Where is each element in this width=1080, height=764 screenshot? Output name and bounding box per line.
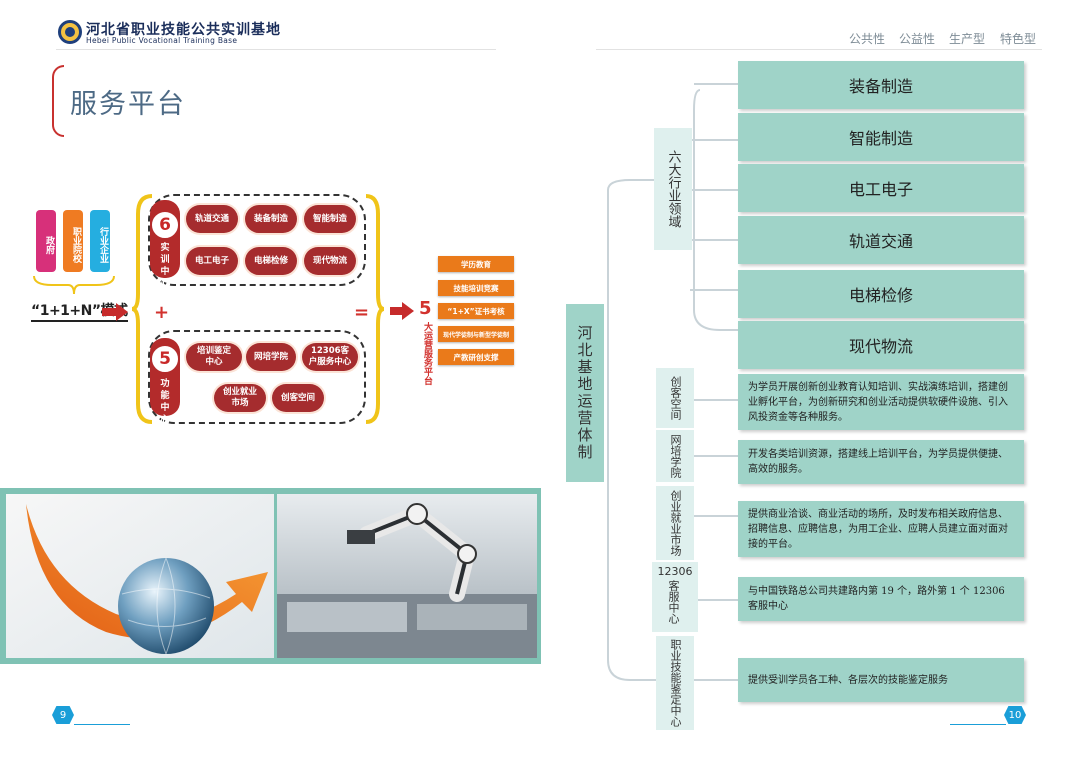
service-item: 产教研创支撑 <box>438 349 514 365</box>
industry-item: 电梯检修 <box>738 270 1024 318</box>
page-number-left: 9 <box>52 706 74 724</box>
partner-bracket <box>33 275 115 295</box>
industry-item: 智能制造 <box>738 113 1024 161</box>
center-desc: 提供受训学员各工种、各层次的技能鉴定服务 <box>738 658 1024 702</box>
partner-government: 政府 <box>36 210 56 272</box>
function-item: 培训鉴定中心 <box>186 343 242 371</box>
robot-arm-image <box>277 494 537 658</box>
industry-item: 装备制造 <box>738 61 1024 109</box>
function-item: 创客空间 <box>272 384 324 412</box>
function-item: 网培学院 <box>246 343 296 371</box>
partner-college: 职业院校 <box>63 210 83 272</box>
plus-sign: + <box>154 302 170 323</box>
globe-arrow-image <box>6 494 274 658</box>
center-name: 创业就业市场 <box>656 486 694 560</box>
center-desc: 与中国铁路总公司共建路内第 19 个，路外第 1 个 12306 客服中心 <box>738 577 1024 621</box>
training-item: 现代物流 <box>304 247 356 275</box>
result-label: 大运营服务平台 <box>422 322 432 385</box>
base-logo-icon <box>58 20 82 44</box>
header-rule-right <box>596 49 1042 50</box>
center-name: 网培学院 <box>656 430 694 482</box>
center-desc: 为学员开展创新创业教育认知培训、实战演练培训，搭建创业孵化平台，为创新研究和创业… <box>738 374 1024 430</box>
industry-item: 轨道交通 <box>738 216 1024 264</box>
training-item: 装备制造 <box>245 205 297 233</box>
center-name: 客服中心 <box>667 580 680 624</box>
root-label: 河北基地运营体制 <box>566 304 604 482</box>
tree-connectors <box>607 83 738 681</box>
org-name-cn: 河北省职业技能公共实训基地 <box>86 22 281 38</box>
page-title: 服务平台 <box>70 89 186 120</box>
page-line-right <box>950 724 1006 725</box>
function-item: 12306客户服务中心 <box>302 343 358 371</box>
training-count: 6 <box>150 210 180 240</box>
center-desc: 开发各类培训资源，搭建线上培训平台，为学员提供便捷、高效的服务。 <box>738 440 1024 484</box>
left-brace <box>131 194 153 424</box>
center-name: 创客空间 <box>656 368 694 428</box>
service-item: “1+X”证书考核 <box>438 303 514 319</box>
function-centers-box <box>148 330 366 424</box>
industry-item: 电工电子 <box>738 164 1024 212</box>
center-name: 职业技能鉴定中心 <box>656 636 694 730</box>
service-item: 技能培训竞赛 <box>438 280 514 296</box>
tag-welfare: 公益性 <box>899 32 936 46</box>
page-number-right: 10 <box>1004 706 1026 724</box>
center-name-top: 12306 <box>657 565 693 578</box>
training-item: 轨道交通 <box>186 205 238 233</box>
header-rule-left <box>56 49 496 50</box>
tag-featured: 特色型 <box>1000 32 1037 46</box>
title-bracket <box>52 65 64 137</box>
arrow-right-icon <box>102 303 128 321</box>
industry-item: 现代物流 <box>738 321 1024 369</box>
service-item: 现代学徒制与新型学徒制 <box>438 326 514 342</box>
industry-group-label: 六大行业领域 <box>654 128 692 250</box>
tag-public: 公共性 <box>849 32 886 46</box>
right-brace <box>365 194 385 424</box>
center-desc: 提供商业洽谈、商业活动的场所，及时发布相关政府信息、招聘信息、应聘信息，为用工企… <box>738 501 1024 557</box>
training-item: 电梯检修 <box>245 247 297 275</box>
training-item: 智能制造 <box>304 205 356 233</box>
function-count: 5 <box>150 344 180 374</box>
function-label: 功能中心 <box>160 379 170 425</box>
equals-sign: = <box>354 302 370 323</box>
function-item: 创业就业市场 <box>214 384 266 412</box>
page-line-left <box>74 724 130 725</box>
training-centers-box <box>148 194 366 286</box>
result-count: 5 <box>419 298 432 319</box>
center-12306-box <box>652 562 698 632</box>
service-item: 学历教育 <box>438 256 514 272</box>
arrow-right-icon <box>390 302 414 320</box>
partner-enterprise: 行业企业 <box>90 210 110 272</box>
tag-production: 生产型 <box>949 32 986 46</box>
training-label: 实训中心 <box>160 243 170 289</box>
org-name-en: Hebei Public Vocational Training Base <box>86 36 238 45</box>
training-item: 电工电子 <box>186 247 238 275</box>
